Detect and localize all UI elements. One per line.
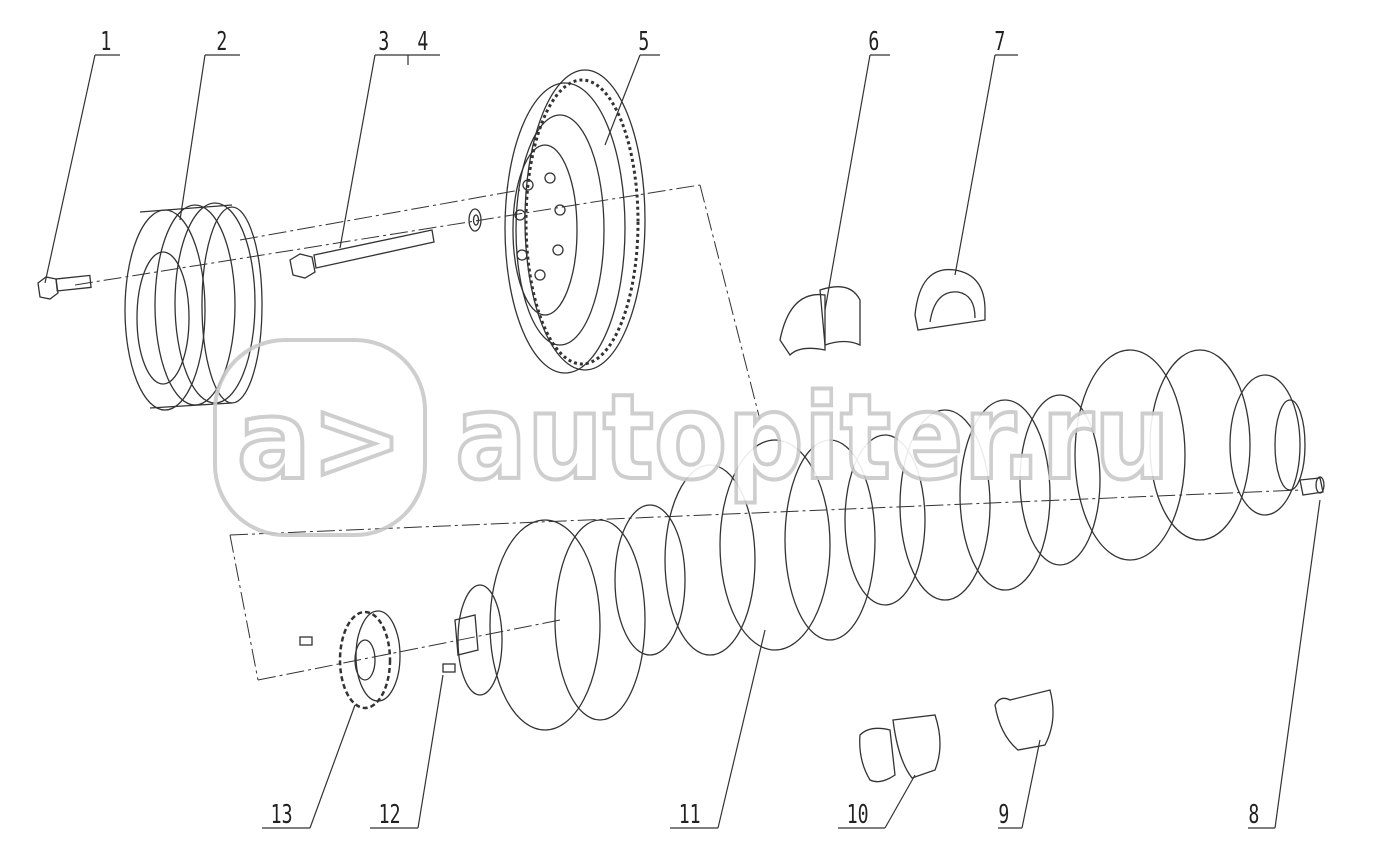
- lower-bearing-shell-part: [994, 689, 1054, 751]
- callout-labels: 1 2 3 4 5 6 7 8 9 10 11 12 13: [100, 27, 1259, 830]
- callout-9: 9: [998, 800, 1009, 830]
- assembly-axis-lines: [74, 184, 1301, 681]
- long-bolt-part: [289, 229, 435, 279]
- damper-pulley-part: [504, 69, 646, 374]
- callout-13: 13: [271, 800, 293, 830]
- leader-lines: [44, 54, 1321, 829]
- timing-gear-part: [338, 610, 401, 710]
- end-pin-part: [1299, 476, 1325, 496]
- watermark-logo-frame: [213, 338, 427, 537]
- callout-1: 1: [100, 27, 111, 57]
- pulley-part: [124, 202, 263, 411]
- callout-10: 10: [847, 800, 869, 830]
- crankshaft-part: [454, 349, 1306, 731]
- callout-6: 6: [868, 27, 879, 57]
- callout-3: 3: [378, 27, 389, 57]
- callout-12: 12: [379, 800, 401, 830]
- callout-4: 4: [417, 27, 428, 57]
- callout-2: 2: [216, 27, 227, 57]
- thrust-bearing-shells-part: [779, 286, 861, 357]
- watermark-logo-glyphs: a>: [237, 376, 403, 504]
- lower-thrust-shells-part: [859, 714, 941, 783]
- callout-7: 7: [994, 27, 1005, 57]
- damper-bolt-holes: [514, 172, 566, 281]
- washer-part: [468, 208, 482, 232]
- watermark: a> autopiter.ru: [213, 338, 1172, 537]
- callout-11: 11: [679, 800, 701, 830]
- callout-8: 8: [1248, 800, 1259, 830]
- callout-5: 5: [638, 27, 649, 57]
- dowel-pins: [299, 636, 456, 673]
- upper-bearing-shell-part: [914, 268, 986, 331]
- watermark-brand-text: autopiter.ru: [455, 368, 1170, 506]
